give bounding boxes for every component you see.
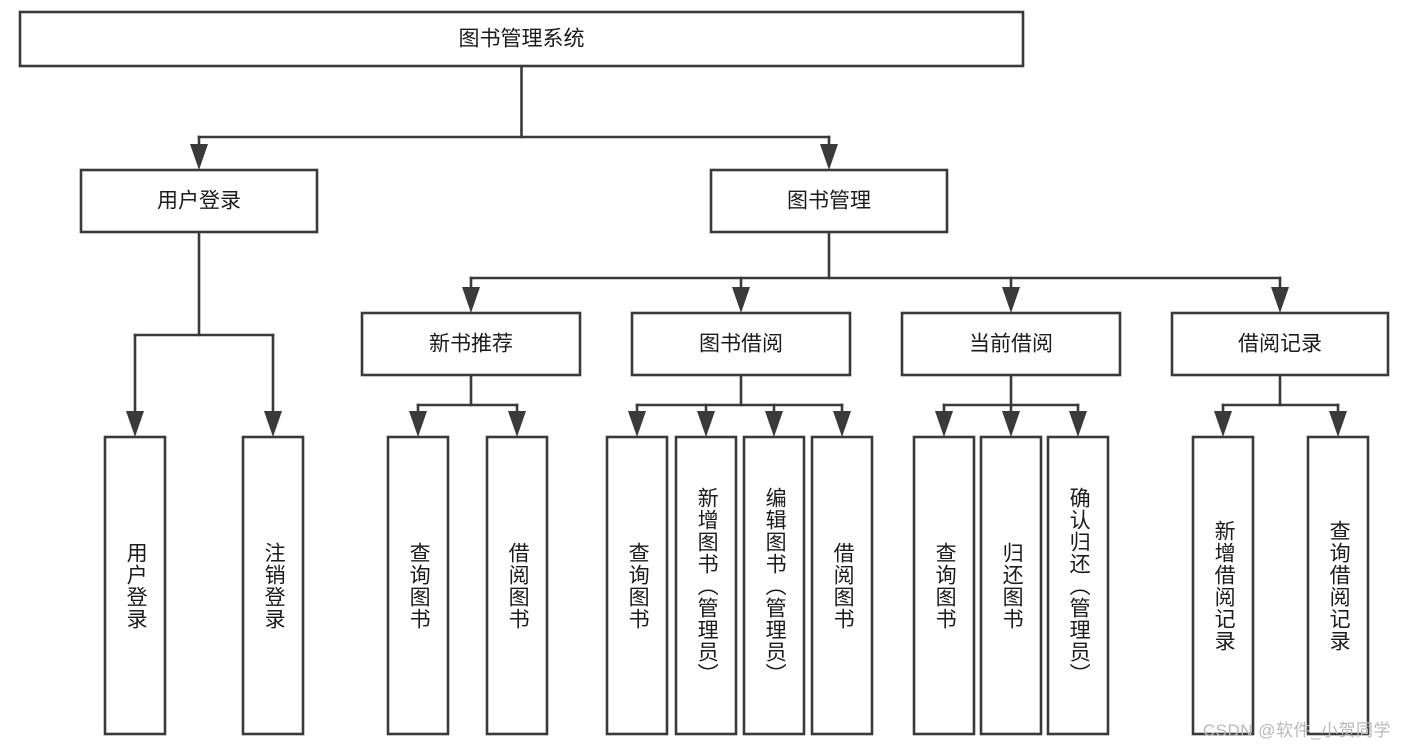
node-leaf-br-query[interactable] [1306,435,1370,736]
arrow-to-new-book-rec [462,287,480,313]
node-new-book-rec[interactable] [360,311,582,377]
connector-links [126,64,1347,437]
label-borrow-record: 借阅记录 [1238,333,1322,356]
node-leaf-user-logout[interactable] [241,435,305,736]
arrow-to-leaf-br-add [1214,411,1232,437]
node-leaf-rec-borrow[interactable] [485,435,549,736]
node-leaf-bb-edit[interactable] [742,435,806,736]
arrow-to-book-manage [820,144,838,170]
node-leaf-cb-return[interactable] [979,435,1043,736]
node-user-login[interactable] [79,168,319,234]
node-book-manage[interactable] [709,168,949,234]
arrow-to-current-borrow [1002,287,1020,313]
label-book-manage: 图书管理 [787,190,871,213]
node-leaf-bb-query[interactable] [605,435,669,736]
arrow-to-leaf-bb-query [628,411,646,437]
node-boxes [18,10,1390,736]
csdn-watermark: CSDN @软件_小贺同学 [1202,721,1391,740]
arrow-to-leaf-rec-borrow [508,411,526,437]
arrow-to-leaf-cb-return [1002,411,1020,437]
arrow-to-leaf-cb-confirm [1069,411,1087,437]
label-new-book-rec: 新书推荐 [429,333,513,356]
node-leaf-cb-confirm[interactable] [1046,435,1110,736]
arrow-to-leaf-cb-query [935,411,953,437]
arrow-to-user-login [190,144,208,170]
node-leaf-bb-add[interactable] [674,435,738,736]
label-current-borrow: 当前借阅 [969,333,1053,356]
label-root: 图书管理系统 [459,28,585,51]
arrow-to-book-borrow [732,287,750,313]
arrow-to-leaf-rec-query [409,411,427,437]
arrow-to-leaf-br-query [1329,411,1347,437]
label-book-borrow: 图书借阅 [699,333,783,356]
node-leaf-bb-borrow[interactable] [810,435,874,736]
arrow-to-leaf-user-logout [264,411,282,437]
node-leaf-br-add[interactable] [1191,435,1255,736]
arrow-to-leaf-bb-borrow [833,411,851,437]
arrow-to-borrow-record [1271,287,1289,313]
arrow-to-leaf-user-login [126,411,144,437]
label-user-login: 用户登录 [157,190,241,213]
node-leaf-cb-query[interactable] [912,435,976,736]
node-borrow-record[interactable] [1170,311,1390,377]
node-leaf-user-login[interactable] [103,435,167,736]
arrow-to-leaf-bb-edit [765,411,783,437]
node-current-borrow[interactable] [900,311,1122,377]
node-root[interactable] [18,10,1025,68]
node-book-borrow[interactable] [630,311,852,377]
node-leaf-rec-query[interactable] [386,435,450,736]
arrow-to-leaf-bb-add [697,411,715,437]
